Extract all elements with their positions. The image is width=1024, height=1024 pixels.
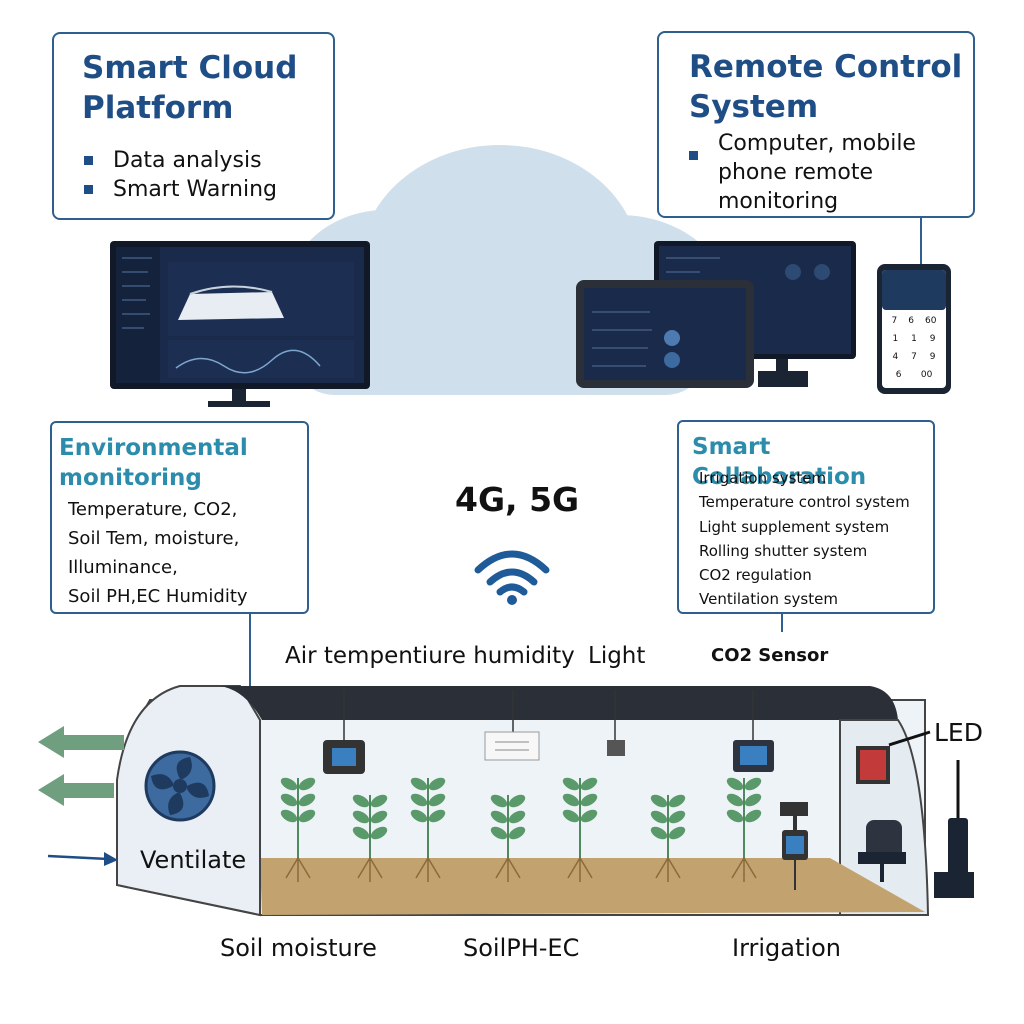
list-item: Irrigation system xyxy=(699,469,827,487)
collaboration-card: Smart Collaboration Irrigation system Te… xyxy=(677,420,935,614)
keypad-key[interactable]: 7 xyxy=(911,352,917,362)
co2-sensor-icon xyxy=(733,740,774,772)
list-item: Rolling shutter system xyxy=(699,541,868,560)
light-sensor-label: Light xyxy=(588,643,646,669)
list-item-label: phone remote xyxy=(718,160,873,185)
collaboration-list: Irrigation system Temperature control sy… xyxy=(699,466,910,612)
list-item-label: monitoring xyxy=(718,189,839,214)
list-item: Illuminance, xyxy=(68,557,178,578)
irrigation-pump-icon xyxy=(858,820,906,882)
plant-icon xyxy=(352,794,388,882)
bullet-icon xyxy=(689,151,698,160)
airflow-left-arrow-icon xyxy=(38,726,124,806)
cloud-platform-title-line1: Smart Cloud xyxy=(82,50,298,86)
soil-ph-ec-label: SoilPH-EC xyxy=(463,934,580,962)
keypad-key[interactable]: 9 xyxy=(929,352,936,362)
keypad-key[interactable]: 6 xyxy=(895,370,902,380)
fan-icon xyxy=(144,750,216,822)
list-item: Data analysis xyxy=(84,146,277,175)
keypad-key[interactable]: 9 xyxy=(929,334,936,344)
tablet-icon xyxy=(576,280,754,388)
air-sensor-label: Air tempentiure humidity xyxy=(285,643,575,669)
environmental-title-line1: Environmental xyxy=(59,435,248,461)
list-item: Temperature control system xyxy=(699,493,910,512)
cloud-platform-title: Smart Cloud Platform xyxy=(82,48,297,128)
list-item-label: Computer, mobile xyxy=(718,131,916,156)
list-item: Computer, mobile phone remote monitoring xyxy=(689,129,916,216)
light-sensor-icon xyxy=(607,740,625,756)
environmental-title-line2: monitoring xyxy=(59,465,202,491)
bullet-icon xyxy=(84,185,93,194)
list-item: Temperature, CO2, xyxy=(68,499,238,520)
soil-moisture-label: Soil moisture xyxy=(220,934,377,962)
plant-icon xyxy=(562,777,598,882)
bullet-icon xyxy=(84,156,93,165)
smartphone-icon xyxy=(877,264,951,394)
plant-icon xyxy=(490,794,526,882)
list-item: Soil Tem, moisture, xyxy=(68,528,240,549)
keypad-key[interactable]: 6 xyxy=(908,316,914,326)
plant-icon xyxy=(280,777,316,882)
cloud-platform-title-line2: Platform xyxy=(82,90,234,126)
irrigation-label: Irrigation xyxy=(732,934,841,962)
air-sensor-icon xyxy=(323,740,365,774)
led-label: LED xyxy=(934,718,983,747)
environmental-card: Environmental monitoring Temperature, CO… xyxy=(50,421,309,614)
list-item-label: Data analysis xyxy=(113,148,262,173)
keypad-key[interactable]: 60 xyxy=(925,316,937,326)
list-item: Ventilation system xyxy=(699,590,838,609)
led-panel-icon xyxy=(856,746,890,784)
humidity-panel-icon xyxy=(484,731,540,761)
keypad-key[interactable]: 1 xyxy=(911,334,917,344)
plant-icon xyxy=(410,777,446,882)
cloud-platform-list: Data analysis Smart Warning xyxy=(84,146,277,204)
list-item: Light supplement system xyxy=(699,517,890,536)
plant-icon xyxy=(726,777,762,882)
remote-control-title-line1: Remote Control xyxy=(689,49,963,85)
list-item-label: Smart Warning xyxy=(113,177,277,202)
ventilate-label: Ventilate xyxy=(140,846,247,874)
network-label: 4G, 5G xyxy=(455,480,580,519)
list-item: Soil PH,EC Humidity xyxy=(68,586,248,607)
keypad-key[interactable]: 4 xyxy=(892,352,899,362)
list-item: CO2 regulation xyxy=(699,566,812,585)
environmental-title: Environmental monitoring xyxy=(59,433,248,493)
desktop-monitor-icon xyxy=(110,241,370,407)
list-item: Smart Warning xyxy=(84,175,277,204)
keypad-key[interactable]: 00 xyxy=(920,370,933,380)
keypad-key[interactable]: 1 xyxy=(892,334,899,344)
soil-sensor-icon xyxy=(780,802,808,860)
remote-control-list: Computer, mobile phone remote monitoring xyxy=(689,129,916,216)
keypad-key[interactable]: 7 xyxy=(891,316,898,326)
ventilate-arrow-icon xyxy=(47,852,118,866)
collaboration-title: Smart Collaboration xyxy=(692,434,867,490)
remote-control-card: Remote Control System Computer, mobile p… xyxy=(657,31,975,218)
remote-control-title: Remote Control System xyxy=(689,47,962,127)
probe-icon xyxy=(934,760,974,898)
environmental-list: Temperature, CO2, Soil Tem, moisture, Il… xyxy=(68,495,248,611)
plant-icon xyxy=(650,794,686,882)
cloud-platform-card: Smart Cloud Platform Data analysis Smart… xyxy=(52,32,335,220)
remote-control-title-line2: System xyxy=(689,89,819,125)
co2-sensor-label: CO2 Sensor xyxy=(711,645,829,666)
